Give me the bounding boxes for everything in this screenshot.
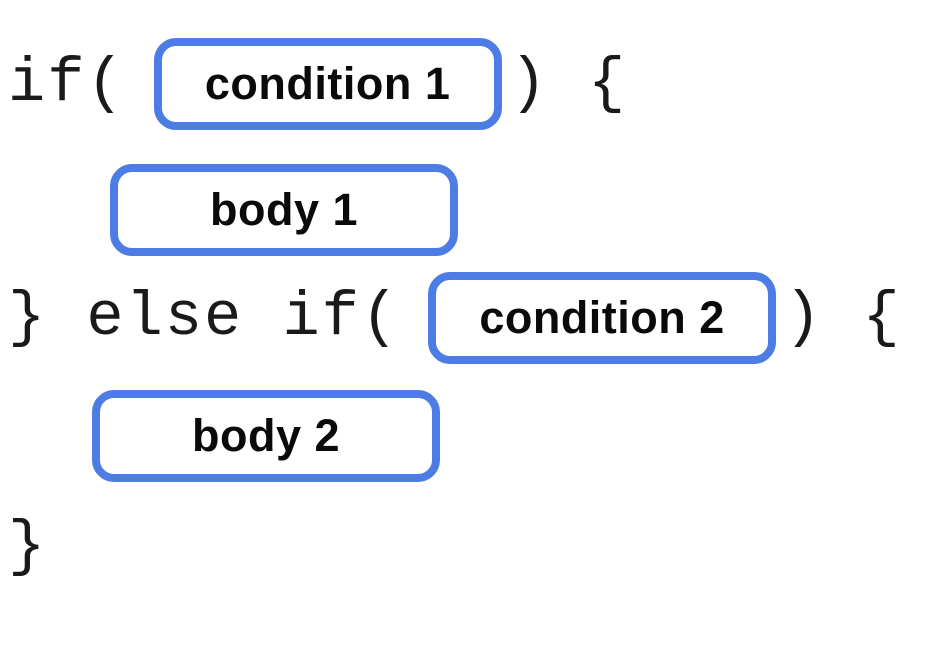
code-line-if: if( condition 1 ) { <box>8 38 627 130</box>
code-line-body2: body 2 <box>92 390 440 482</box>
body1-slot[interactable]: body 1 <box>110 164 458 256</box>
code-elseif-open: } else if( <box>8 282 401 353</box>
body2-slot[interactable]: body 2 <box>92 390 440 482</box>
body2-label: body 2 <box>191 410 341 461</box>
code-elseif-close: ) { <box>784 282 902 353</box>
code-closing-brace: } <box>8 511 48 582</box>
body1-label: body 1 <box>209 184 359 235</box>
condition2-label: condition 2 <box>479 292 725 343</box>
condition2-slot[interactable]: condition 2 <box>428 272 777 364</box>
code-line-elseif: } else if( condition 2 ) { <box>8 272 902 364</box>
code-line-body1: body 1 <box>110 164 458 256</box>
code-if-close: ) { <box>509 48 628 119</box>
condition1-slot[interactable]: condition 1 <box>153 38 502 130</box>
code-line-closing-brace: } <box>8 501 47 593</box>
condition1-label: condition 1 <box>204 58 451 109</box>
code-if-open: if( <box>8 48 126 119</box>
